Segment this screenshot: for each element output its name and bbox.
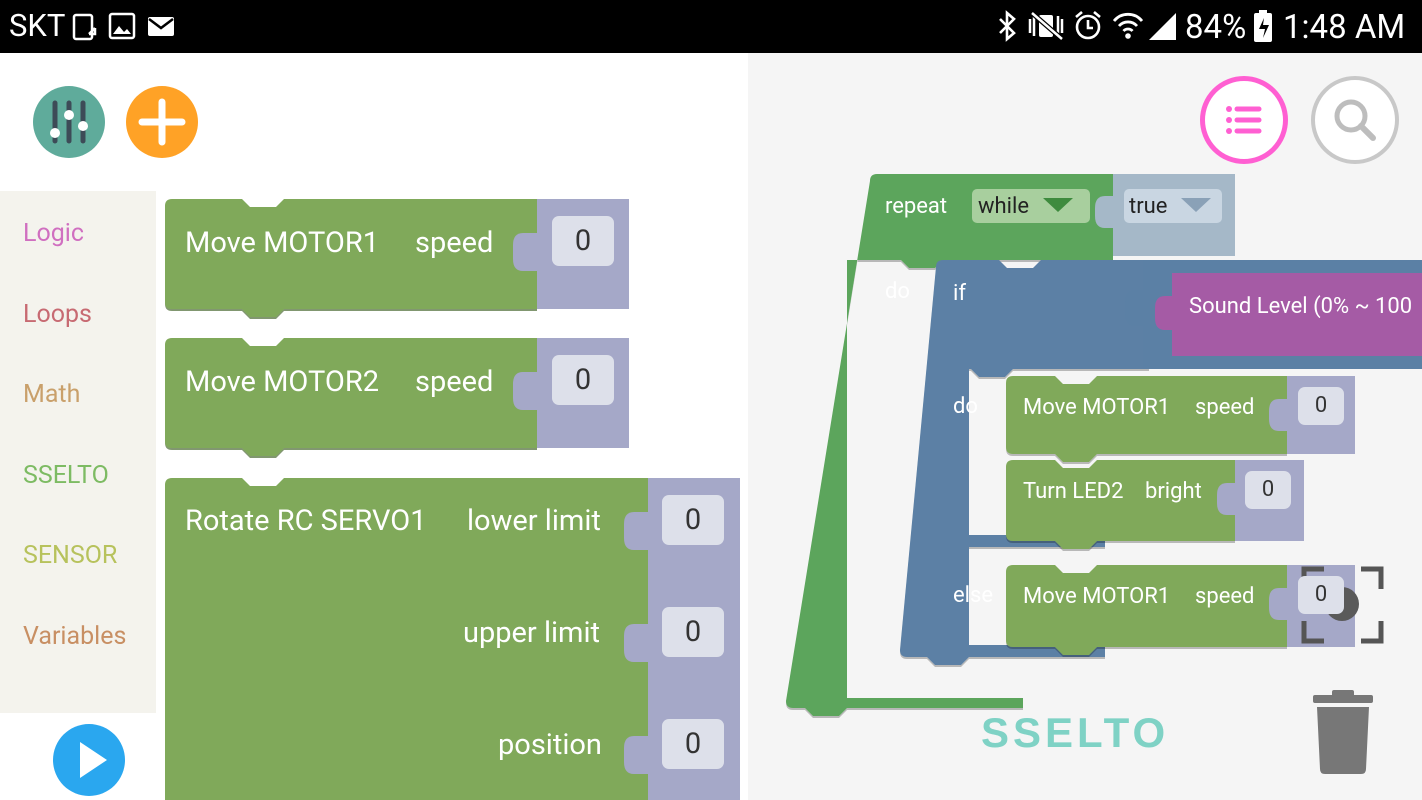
battery-percent: 84%: [1185, 8, 1247, 47]
vibrate-mute-icon: [1028, 11, 1064, 41]
repeat-do-label: do: [885, 279, 910, 304]
servo-position-label: position: [498, 728, 602, 762]
do-led2-label: Turn LED2: [1023, 479, 1124, 504]
plus-icon: [138, 98, 186, 146]
if-condition-label: Sound Level (0% ~ 100: [1189, 294, 1413, 319]
workspace-canvas: [786, 174, 1422, 716]
servo-lower-field[interactable]: 0: [662, 495, 724, 545]
if-label: if: [953, 281, 966, 306]
else-motor1-param: speed: [1195, 584, 1255, 609]
else-motor1-speed-field[interactable]: 0: [1298, 576, 1344, 614]
list-icon: [1226, 106, 1262, 134]
screenshot-icon: [72, 13, 97, 41]
motor2-label: Move MOTOR2: [185, 365, 379, 399]
do-led2-bright-field[interactable]: 0: [1245, 471, 1291, 509]
category-sselto[interactable]: SSELTO: [23, 461, 109, 490]
block-palette-pane: Move MOTOR1 speed 0 Move MOTOR2 speed 0 …: [0, 53, 748, 800]
repeat-mode-value: while: [978, 194, 1030, 219]
do-motor1-label: Move MOTOR1: [1023, 395, 1171, 420]
repeat-label: repeat: [885, 194, 948, 219]
servo-lower-label: lower limit: [467, 504, 601, 538]
search-button[interactable]: [1311, 76, 1399, 164]
repeat-while-block[interactable]: [786, 174, 1235, 716]
category-logic[interactable]: Logic: [23, 219, 84, 248]
category-loops[interactable]: Loops: [23, 300, 92, 329]
add-button[interactable]: [126, 86, 198, 158]
motor1-speed-field[interactable]: 0: [552, 216, 614, 266]
do-led2-param: bright: [1145, 479, 1202, 504]
servo-upper-field[interactable]: 0: [662, 607, 724, 657]
carrier-name: SKT: [9, 7, 66, 44]
workspace[interactable]: repeat while true do if Sound Level (0% …: [748, 53, 1422, 800]
gallery-icon: [108, 12, 136, 40]
else-label: else: [953, 583, 994, 608]
do-motor1-param: speed: [1195, 395, 1255, 420]
do-motor1-speed-field[interactable]: 0: [1298, 387, 1344, 425]
settings-button[interactable]: [33, 86, 105, 158]
motor1-label: Move MOTOR1: [185, 226, 379, 260]
wifi-icon: [1112, 12, 1144, 39]
motor2-param: speed: [415, 365, 494, 399]
battery-icon: [1254, 10, 1272, 42]
play-icon: [80, 742, 107, 778]
sselto-logo: SSELTO: [981, 709, 1170, 756]
sliders-icon: [50, 100, 88, 144]
if-else-block[interactable]: [900, 260, 1422, 665]
category-variables[interactable]: Variables: [23, 622, 127, 651]
repeat-mode-dropdown[interactable]: [972, 189, 1090, 223]
alarm-icon: [1075, 11, 1101, 40]
motor1-param: speed: [415, 226, 494, 260]
servo-upper-label: upper limit: [463, 616, 601, 650]
servo-label: Rotate RC SERVO1: [185, 504, 427, 538]
else-motor1-label: Move MOTOR1: [1023, 584, 1171, 609]
motor2-speed-field[interactable]: 0: [552, 355, 614, 405]
signal-icon: [1149, 13, 1176, 40]
bluetooth-icon: [999, 10, 1016, 42]
email-icon: [148, 17, 174, 36]
condition-dropdown[interactable]: [1124, 189, 1222, 223]
servo-position-field[interactable]: 0: [662, 719, 724, 769]
list-button[interactable]: [1200, 76, 1288, 164]
clock: 1:48 AM: [1283, 8, 1406, 47]
category-math[interactable]: Math: [23, 380, 81, 409]
if-do-label: do: [953, 394, 978, 419]
category-list: Logic Loops Math SSELTO SENSOR Variables: [0, 191, 156, 713]
search-icon: [1334, 99, 1376, 141]
status-bar: SKT 84% 1:48 AM: [0, 0, 1422, 53]
condition-value: true: [1129, 194, 1168, 219]
category-sensor[interactable]: SENSOR: [23, 541, 118, 570]
trash-icon[interactable]: [1308, 689, 1378, 775]
run-button[interactable]: [53, 724, 125, 796]
sound-level-block[interactable]: [1172, 273, 1422, 356]
